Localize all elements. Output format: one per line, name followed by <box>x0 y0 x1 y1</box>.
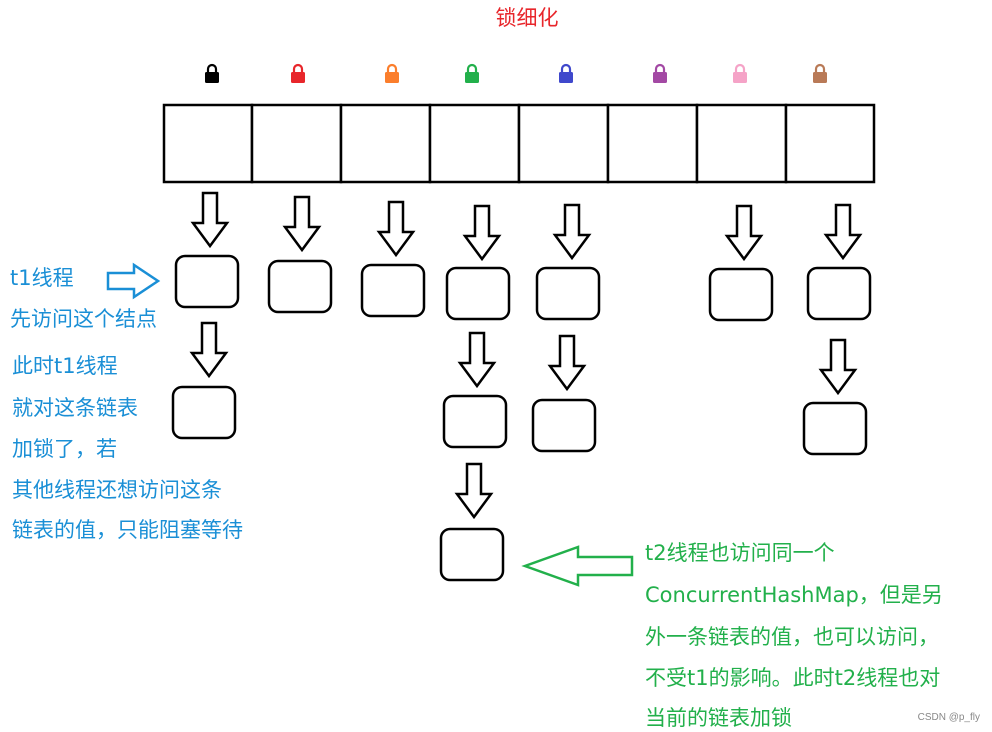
t2-note-line: 当前的链表加锁 <box>645 706 792 730</box>
down-arrow-icon <box>823 203 863 261</box>
list-node <box>708 267 774 322</box>
bucket <box>695 103 788 184</box>
down-arrow-icon <box>454 462 494 520</box>
t1-visit-note: 先访问这个结点 <box>10 307 157 331</box>
bucket <box>606 103 699 184</box>
t2-note-line: 不受t1的影响。此时t2线程也对 <box>645 666 941 690</box>
down-arrow-icon <box>724 204 764 262</box>
list-node <box>806 266 872 321</box>
down-arrow-icon <box>552 203 592 261</box>
t1-lock-note-line: 此时t1线程 <box>12 354 118 378</box>
lock-icon <box>559 63 573 83</box>
lock-icon <box>205 63 219 83</box>
t2-note-line: ConcurrentHashMap，但是另 <box>645 583 943 607</box>
list-node <box>445 266 511 321</box>
watermark: CSDN @p_fly <box>917 712 980 723</box>
list-node <box>531 398 597 453</box>
list-node <box>174 254 240 309</box>
list-nodes <box>171 254 872 582</box>
bucket <box>517 103 610 184</box>
down-arrow-icon <box>376 200 416 258</box>
t1-label: t1线程 <box>10 266 74 290</box>
t1-lock-note-line: 其他线程还想访问这条 <box>12 478 222 502</box>
diagram-title: 锁细化 <box>495 6 559 30</box>
t2-note-line: t2线程也访问同一个 <box>645 541 835 565</box>
bucket <box>339 103 432 184</box>
bucket <box>428 103 521 184</box>
lock-icon <box>653 63 667 83</box>
down-arrow-icon <box>462 204 502 262</box>
t1-lock-note-line: 就对这条链表 <box>12 396 138 420</box>
lock-icon <box>465 63 479 83</box>
down-arrow-icon <box>818 338 858 396</box>
bucket <box>162 103 254 184</box>
list-node <box>535 266 601 321</box>
down-arrow-icon <box>282 195 322 253</box>
lock-icon <box>291 63 305 83</box>
list-node <box>442 394 508 449</box>
t1-lock-note-line: 链表的值，只能阻塞等待 <box>12 518 243 542</box>
list-node <box>360 263 426 318</box>
lock-icon <box>385 63 399 83</box>
down-arrow-icon <box>547 334 587 392</box>
list-node <box>439 527 505 582</box>
bucket <box>250 103 343 184</box>
list-node <box>171 385 237 440</box>
down-arrow-icon <box>190 191 230 249</box>
t1-lock-note-line: 加锁了，若 <box>12 437 117 461</box>
bucket <box>784 103 876 184</box>
lock-icons <box>205 63 827 83</box>
t1-arrow-icon <box>106 262 161 300</box>
down-arrows <box>189 191 863 520</box>
down-arrow-icon <box>189 321 229 379</box>
list-node <box>802 401 868 456</box>
lock-icon <box>813 63 827 83</box>
t2-note-line: 外一条链表的值，也可以访问， <box>645 625 939 649</box>
hash-array <box>162 103 876 184</box>
down-arrow-icon <box>457 331 497 389</box>
lock-icon <box>733 63 747 83</box>
t2-arrow-icon <box>521 545 634 587</box>
list-node <box>267 259 333 314</box>
